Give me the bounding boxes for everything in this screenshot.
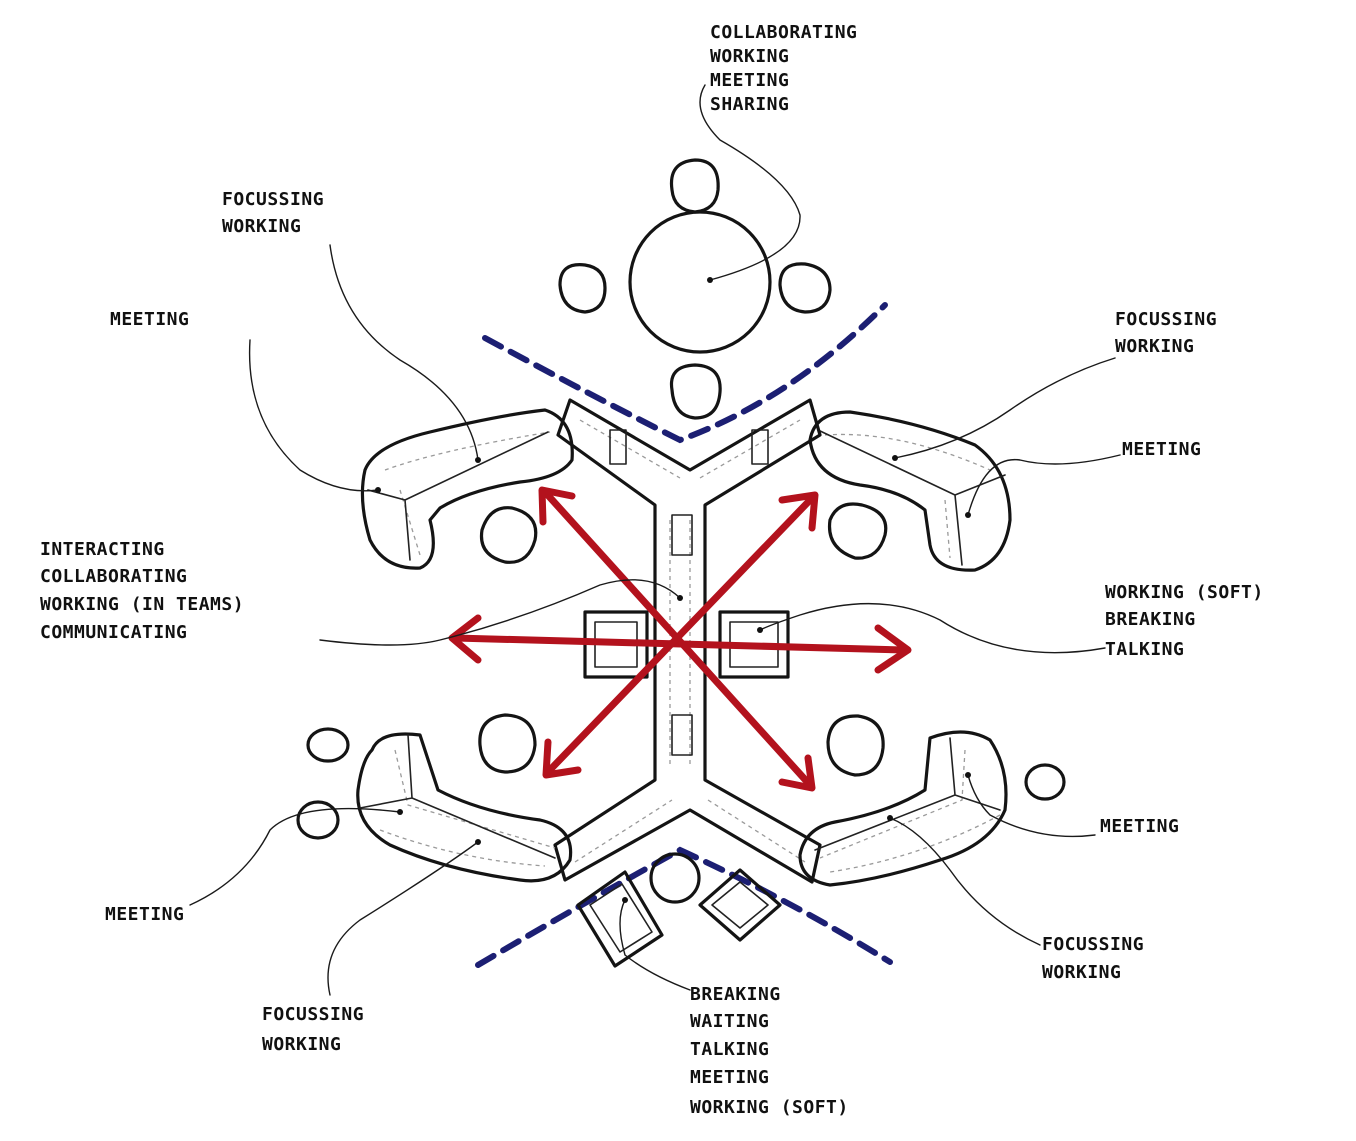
- svg-text:WAITING: WAITING: [690, 1011, 769, 1032]
- svg-text:WORKING (SOFT): WORKING (SOFT): [1105, 582, 1264, 603]
- svg-text:WORKING: WORKING: [710, 46, 789, 67]
- svg-text:MEETING: MEETING: [1100, 816, 1179, 837]
- svg-text:COLLABORATING: COLLABORATING: [40, 566, 187, 587]
- label-upper-right-meeting: MEETING: [1122, 439, 1201, 460]
- svg-text:COLLABORATING: COLLABORATING: [710, 22, 857, 43]
- svg-text:WORKING: WORKING: [1115, 336, 1194, 357]
- label-center-left: INTERACTING COLLABORATING WORKING (IN TE…: [40, 539, 244, 643]
- label-bottom-center: BREAKING WAITING TALKING MEETING WORKING…: [690, 984, 849, 1118]
- label-lower-right-meeting: MEETING: [1100, 816, 1179, 837]
- svg-text:TALKING: TALKING: [690, 1039, 769, 1060]
- svg-text:WORKING: WORKING: [1042, 962, 1121, 983]
- interaction-arrows: [452, 490, 908, 788]
- zone-boundary-top: [485, 305, 885, 440]
- svg-text:MEETING: MEETING: [110, 309, 189, 330]
- svg-text:FOCUSSING: FOCUSSING: [1042, 934, 1144, 955]
- label-top-center: COLLABORATING WORKING MEETING SHARING: [710, 22, 857, 115]
- zone-boundary-bottom: [478, 850, 890, 965]
- svg-text:BREAKING: BREAKING: [690, 984, 781, 1005]
- svg-text:MEETING: MEETING: [1122, 439, 1201, 460]
- label-upper-left-meeting: MEETING: [110, 309, 189, 330]
- label-upper-left-focus: FOCUSSING WORKING: [222, 189, 324, 237]
- svg-text:SHARING: SHARING: [710, 94, 789, 115]
- svg-text:TALKING: TALKING: [1105, 639, 1184, 660]
- svg-text:WORKING (SOFT): WORKING (SOFT): [690, 1097, 849, 1118]
- label-upper-right-focus: FOCUSSING WORKING: [1115, 309, 1217, 357]
- label-lower-right-focus: FOCUSSING WORKING: [1042, 934, 1144, 983]
- label-lower-left-focus: FOCUSSING WORKING: [262, 1004, 364, 1055]
- desk-pod-lower-left: [358, 734, 571, 881]
- desk-pod-upper-right: [810, 412, 1010, 570]
- svg-text:BREAKING: BREAKING: [1105, 609, 1196, 630]
- svg-text:WORKING (IN TEAMS): WORKING (IN TEAMS): [40, 594, 244, 615]
- label-lower-left-meeting: MEETING: [105, 904, 184, 925]
- svg-text:FOCUSSING: FOCUSSING: [262, 1004, 364, 1025]
- svg-text:WORKING: WORKING: [222, 216, 301, 237]
- round-table-group: [560, 160, 830, 418]
- svg-text:MEETING: MEETING: [105, 904, 184, 925]
- svg-text:FOCUSSING: FOCUSSING: [222, 189, 324, 210]
- svg-text:WORKING: WORKING: [262, 1034, 341, 1055]
- svg-text:MEETING: MEETING: [690, 1067, 769, 1088]
- svg-text:INTERACTING: INTERACTING: [40, 539, 165, 560]
- svg-text:FOCUSSING: FOCUSSING: [1115, 309, 1217, 330]
- label-center-right: WORKING (SOFT) BREAKING TALKING: [1105, 582, 1264, 660]
- svg-text:MEETING: MEETING: [710, 70, 789, 91]
- svg-text:COMMUNICATING: COMMUNICATING: [40, 622, 187, 643]
